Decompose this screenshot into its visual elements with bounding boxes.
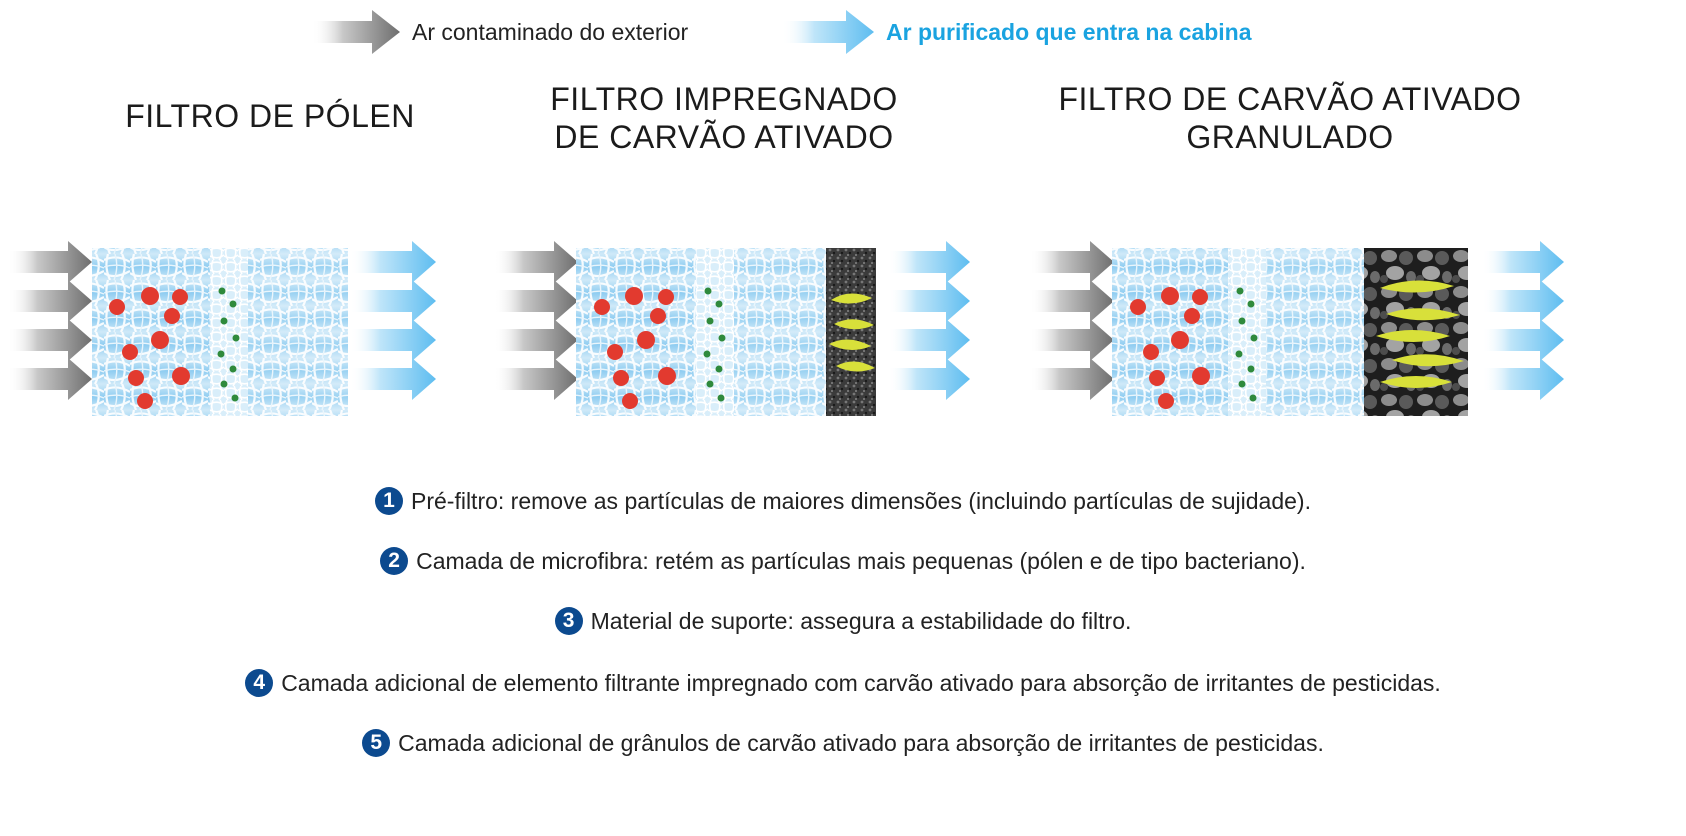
number-badge: 5: [362, 729, 391, 757]
panel-pollen-filter: FILTRO DE PÓLEN: [0, 80, 540, 450]
outflow-arrows: [1482, 241, 1564, 400]
panel-title: FILTRO IMPREGNADO DE CARVÃO ATIVADO: [484, 80, 964, 156]
panel-title-line1: FILTRO DE PÓLEN: [125, 98, 415, 134]
panel-title: FILTRO DE PÓLEN: [0, 80, 540, 135]
filter-diagram: 1 2 3 5: [1030, 241, 1564, 416]
layer-prefilter: [92, 248, 210, 416]
gray-arrow-icon: [312, 10, 400, 54]
description-3: 3 Material de suporte: assegura a estabi…: [0, 606, 1686, 635]
description-text: Camada adicional de elemento filtrante i…: [281, 669, 1441, 696]
layer-prefilter: [576, 248, 696, 416]
panel-title-line2: GRANULADO: [1186, 119, 1394, 155]
filter-diagram: 1 2 3 4: [494, 241, 970, 416]
inflow-arrows: [494, 241, 578, 400]
legend-contaminated-label: Ar contaminado do exterior: [412, 18, 689, 45]
layer-prefilter: [1112, 248, 1228, 416]
number-badge: 4: [245, 669, 274, 697]
legend-purified-label: Ar purificado que entra na cabina: [886, 18, 1252, 45]
layer-microfiber: [210, 248, 248, 416]
layer-granular-carbon: [1364, 248, 1468, 416]
panel-title: FILTRO DE CARVÃO ATIVADO GRANULADO: [1020, 80, 1560, 156]
outflow-arrows: [350, 241, 436, 400]
panel-granular-carbon-filter: FILTRO DE CARVÃO ATIVADO GRANULADO: [1020, 80, 1580, 450]
description-text: Camada adicional de grânulos de carvão a…: [398, 729, 1324, 756]
inflow-arrows: [1030, 241, 1114, 400]
layer-support: [1266, 248, 1364, 416]
panel-impregnated-carbon-filter: FILTRO IMPREGNADO DE CARVÃO ATIVADO: [484, 80, 1024, 450]
description-text: Pré-filtro: remove as partículas de maio…: [411, 487, 1311, 514]
layer-support: [248, 248, 348, 416]
legend-contaminated: Ar contaminado do exterior: [312, 10, 688, 54]
number-badge: 3: [554, 607, 583, 635]
inflow-arrows: [8, 241, 92, 400]
description-5: 5 Camada adicional de grânulos de carvão…: [0, 728, 1686, 757]
outflow-arrows: [888, 241, 970, 400]
panel-title-line2: DE CARVÃO ATIVADO: [554, 119, 894, 155]
layer-microfiber: [1228, 248, 1266, 416]
legend: Ar contaminado do exterior Ar purificado…: [0, 10, 1686, 54]
number-badge: 1: [375, 487, 403, 515]
panel-title-line1: FILTRO IMPREGNADO: [550, 81, 898, 117]
layer-support: [734, 248, 826, 416]
layer-microfiber: [696, 248, 734, 416]
description-4: 4 Camada adicional de elemento filtrante…: [0, 668, 1686, 697]
description-2: 2 Camada de microfibra: retém as partícu…: [0, 546, 1686, 575]
description-text: Material de suporte: assegura a estabili…: [590, 607, 1132, 634]
panel-title-line1: FILTRO DE CARVÃO ATIVADO: [1058, 81, 1522, 117]
description-text: Camada de microfibra: retém as partícula…: [416, 547, 1306, 574]
description-1: 1 Pré-filtro: remove as partículas de ma…: [0, 486, 1686, 515]
filter-diagram: 1 2 3: [8, 241, 436, 416]
number-badge: 2: [380, 547, 409, 575]
legend-purified: Ar purificado que entra na cabina: [782, 10, 1252, 54]
layer-impregnated-carbon: [826, 248, 876, 416]
blue-arrow-icon: [782, 10, 874, 54]
